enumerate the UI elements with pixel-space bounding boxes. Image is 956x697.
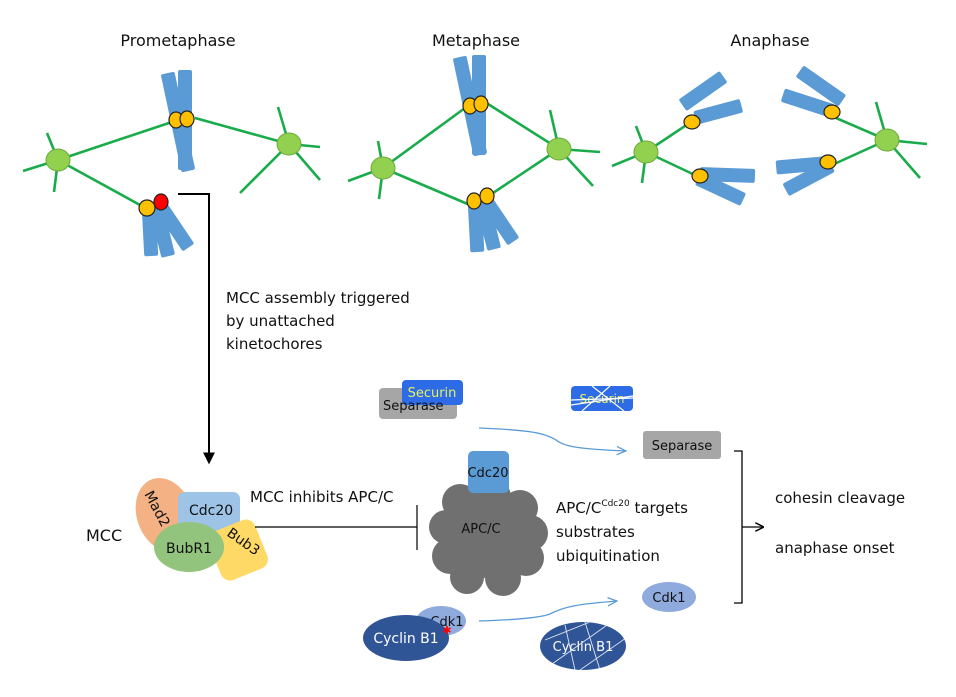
mcc-assembly-label: MCC assembly triggered by unattached kin… <box>226 289 410 353</box>
phase-title-anaphase: Anaphase <box>730 31 809 50</box>
apc-cloud <box>429 478 548 596</box>
anaphase-panel <box>611 66 928 206</box>
cdc20-mcc-label: Cdc20 <box>189 503 233 519</box>
chromatid <box>695 167 756 206</box>
svg-text:Cyclin B1: Cyclin B1 <box>553 640 614 655</box>
spindle-pole <box>370 156 396 180</box>
mcc-inhibits-label: MCC inhibits APC/C <box>250 488 393 506</box>
metaphase-panel <box>347 55 601 253</box>
outcome-anaphase-onset: anaphase onset <box>775 539 895 557</box>
spindle-pole <box>633 140 659 164</box>
svg-text:by unattached: by unattached <box>226 312 335 330</box>
svg-text:substrates: substrates <box>556 523 635 541</box>
cyclin-b1-label: Cyclin B1 <box>373 631 438 647</box>
kinetochore <box>473 95 489 113</box>
bubr1-protein <box>154 522 224 572</box>
chromatid <box>781 66 846 118</box>
securin-degraded: Securin <box>571 386 633 411</box>
cyclin-b1-degraded: Cyclin B1 <box>540 622 626 670</box>
degradation-cross-icon <box>571 386 633 411</box>
bub3-protein <box>208 519 268 581</box>
kinetochore <box>479 187 495 205</box>
apc-label: APC/C <box>461 522 500 537</box>
phase-title-prometaphase: Prometaphase <box>120 31 235 50</box>
cdk1-free-label: Cdk1 <box>652 591 685 606</box>
separase-free-label: Separase <box>652 439 713 454</box>
kinetochore <box>691 168 709 184</box>
kinetochore <box>823 104 841 120</box>
kinetochore <box>179 110 195 128</box>
mcc-assembly-arrow <box>178 193 215 465</box>
svg-text:kinetochores: kinetochores <box>226 335 323 353</box>
bubr1-label: BubR1 <box>166 541 212 557</box>
phase-title-metaphase: Metaphase <box>432 31 520 50</box>
securin-label: Securin <box>408 386 457 401</box>
svg-text:ubiquitination: ubiquitination <box>556 547 660 565</box>
cdc20-apc-protein <box>468 451 509 493</box>
microtubules <box>347 102 601 207</box>
spindle-pole <box>276 132 302 156</box>
securin-bound <box>402 380 463 405</box>
kinetochore <box>466 192 482 210</box>
cdk1-free <box>642 582 696 612</box>
unattached-kinetochore <box>153 193 169 211</box>
spindle-pole <box>546 137 572 161</box>
svg-text:MCC assembly triggered: MCC assembly triggered <box>226 289 410 307</box>
kinetochore <box>683 114 701 130</box>
ubiquitin-star-icon: ✱ <box>442 624 451 637</box>
spindle-pole <box>874 128 900 152</box>
cdc20-apc-label: Cdc20 <box>467 466 508 481</box>
separase-release-arrow <box>478 427 626 451</box>
kinetochore <box>819 154 837 170</box>
separase-free <box>643 431 721 459</box>
chromatid <box>775 156 835 196</box>
cyclin-b1-bound <box>363 615 449 661</box>
mcc-label: MCC <box>86 526 122 545</box>
spindle-pole <box>45 148 71 172</box>
kinetochore <box>138 199 156 217</box>
degradation-cross-icon <box>544 622 626 670</box>
apc-complex: Cdc20 APC/C <box>429 451 548 596</box>
mcc-complex: Mad2 Cdc20 BubR1 Bub3 <box>135 478 268 581</box>
outcome-bracket <box>734 450 743 604</box>
chromatid <box>679 71 743 125</box>
unattached-chromosome <box>141 201 194 258</box>
cdk1-release-arrow <box>478 601 617 622</box>
chromosome <box>467 195 519 253</box>
apc-targets-label: APC/CCdc20 targets substrates ubiquitina… <box>556 499 688 565</box>
prometaphase-panel <box>22 70 321 258</box>
svg-text:APC/CCdc20 targets: APC/CCdc20 targets <box>556 499 688 517</box>
outcome-cohesin-cleavage: cohesin cleavage <box>775 489 905 507</box>
separase-label: Separase <box>383 399 444 414</box>
